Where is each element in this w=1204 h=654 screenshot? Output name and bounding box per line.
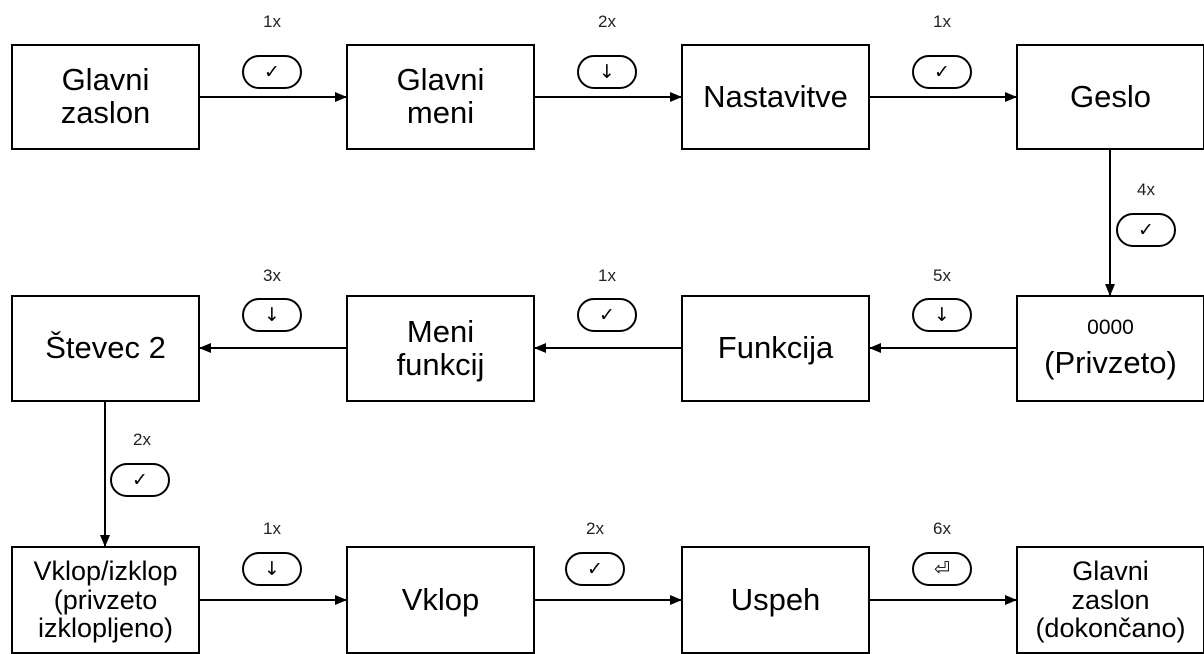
action-count: 3x bbox=[263, 266, 281, 285]
action-count: 6x bbox=[933, 519, 951, 538]
step-line: 0000 bbox=[1087, 316, 1134, 340]
action-count: 1x bbox=[933, 12, 951, 31]
step-line: Funkcija bbox=[717, 330, 834, 366]
step-on: Vklop bbox=[346, 546, 535, 654]
step-line: Uspeh bbox=[730, 581, 821, 617]
key-button-down-arrow-icon: ↓ bbox=[912, 298, 972, 332]
step-line: (dokončano) bbox=[1035, 613, 1186, 644]
step-counter2: Števec 2 bbox=[11, 295, 200, 402]
key-button-down-arrow-icon: ↓ bbox=[577, 55, 637, 89]
key-button-check-icon: ✓ bbox=[565, 552, 625, 586]
action-count: 2x bbox=[598, 12, 616, 31]
step-function-menu: Meni funkcij bbox=[346, 295, 535, 402]
step-success: Uspeh bbox=[681, 546, 870, 654]
step-line: Glavni bbox=[61, 62, 150, 98]
action-count: 1x bbox=[598, 266, 616, 285]
key-button-check-icon: ✓ bbox=[110, 463, 170, 497]
action-count: 2x bbox=[133, 430, 151, 449]
step-main-menu: Glavni meni bbox=[346, 44, 535, 150]
key-button-check-icon: ✓ bbox=[912, 55, 972, 89]
step-line: Geslo bbox=[1070, 78, 1151, 114]
action-count: 1x bbox=[263, 12, 281, 31]
step-default-password: 0000 (Privzeto) bbox=[1016, 295, 1204, 402]
key-button-down-arrow-icon: ↓ bbox=[242, 552, 302, 586]
key-button-check-icon: ✓ bbox=[577, 298, 637, 332]
step-line: Glavni bbox=[396, 62, 485, 98]
action-count: 5x bbox=[933, 266, 951, 285]
step-line: zaslon bbox=[60, 95, 151, 130]
action-count: 2x bbox=[586, 519, 604, 538]
step-settings: Nastavitve bbox=[681, 44, 870, 150]
step-line: zaslon bbox=[1071, 584, 1150, 615]
step-line: (privzeto bbox=[53, 584, 158, 615]
key-button-return-icon: ⏎ bbox=[912, 552, 972, 586]
step-line: Glavni bbox=[1072, 556, 1149, 587]
step-line: Meni bbox=[406, 313, 475, 349]
step-line: (Privzeto) bbox=[1044, 345, 1177, 381]
step-password: Geslo bbox=[1016, 44, 1204, 150]
step-line: meni bbox=[406, 95, 475, 130]
step-line: funkcij bbox=[396, 346, 485, 382]
step-function: Funkcija bbox=[681, 295, 870, 402]
action-count: 4x bbox=[1137, 180, 1155, 199]
step-line: izklopljeno) bbox=[37, 613, 174, 644]
step-main-screen: Glavni zaslon bbox=[11, 44, 200, 150]
step-line: Števec 2 bbox=[45, 330, 166, 366]
step-onoff: Vklop/izklop (privzeto izklopljeno) bbox=[11, 546, 200, 654]
key-button-down-arrow-icon: ↓ bbox=[242, 298, 302, 332]
step-line: Vklop bbox=[401, 581, 480, 617]
step-line: Nastavitve bbox=[703, 78, 848, 114]
key-button-check-icon: ✓ bbox=[1116, 213, 1176, 247]
step-line: Vklop/izklop bbox=[33, 556, 178, 587]
action-count: 1x bbox=[263, 519, 281, 538]
step-main-screen-done: Glavni zaslon (dokončano) bbox=[1016, 546, 1204, 654]
key-button-check-icon: ✓ bbox=[242, 55, 302, 89]
